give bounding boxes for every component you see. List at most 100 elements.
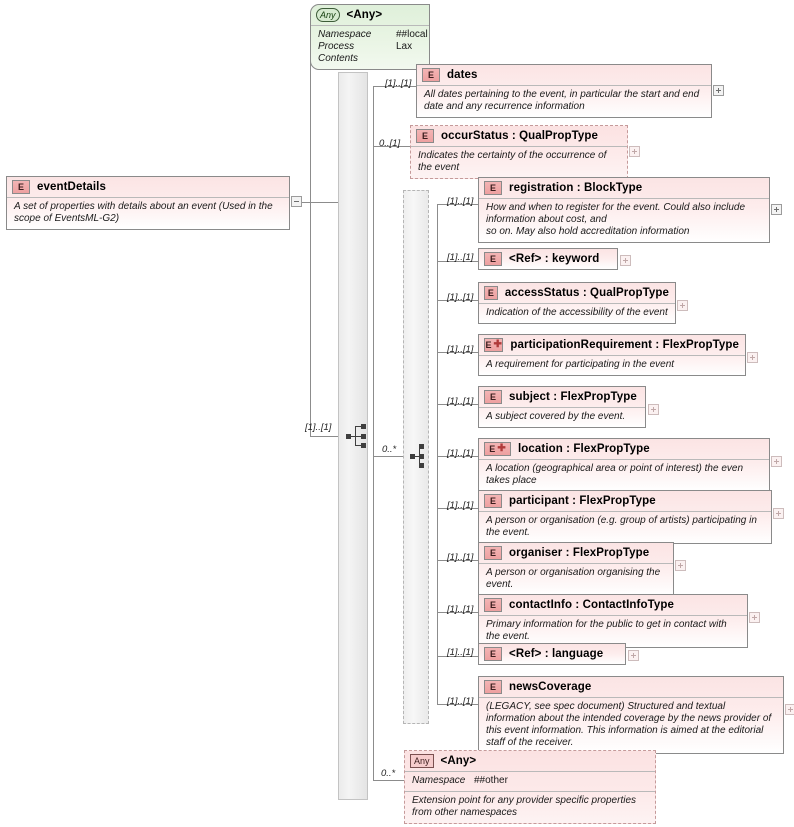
node-eventdetails-header: E eventDetails	[7, 177, 289, 197]
node-any-other-properties: Namespace ##other	[405, 771, 655, 791]
node-location-annotation: A location (geographical area or point o…	[479, 459, 769, 491]
node-newscoverage-header: E newsCoverage	[479, 677, 783, 697]
node-registration[interactable]: E registration : BlockType How and when …	[478, 177, 770, 243]
connector-to-dates	[373, 86, 416, 87]
node-any-local[interactable]: Any <Any> Namespace ##local Process Cont…	[310, 4, 430, 70]
node-eventdetails[interactable]: E eventDetails A set of properties with …	[6, 176, 290, 230]
node-ref-language[interactable]: E <Ref> : language	[478, 643, 626, 665]
contactinfo-expand-toggle[interactable]	[749, 612, 760, 623]
occurstatus-expand-toggle[interactable]	[629, 146, 640, 157]
node-any-local-header: Any <Any>	[311, 5, 429, 25]
node-newscoverage[interactable]: E newsCoverage (LEGACY, see spec documen…	[478, 676, 784, 754]
node-ref-keyword-header: E <Ref> : keyword	[479, 249, 617, 269]
element-icon: E	[484, 252, 502, 266]
connector-sequence-spine-upper	[373, 86, 374, 436]
node-dates-title: dates	[447, 69, 478, 81]
connector-trunk-to-sequence	[310, 436, 346, 437]
element-extended-icon: E✚	[484, 338, 504, 352]
element-icon: E	[484, 680, 502, 694]
node-organiser-title: organiser : FlexPropType	[509, 547, 650, 559]
node-subject-header: E subject : FlexPropType	[479, 387, 645, 407]
subject-expand-toggle[interactable]	[648, 404, 659, 415]
connector-to-location	[437, 456, 478, 457]
organiser-expand-toggle[interactable]	[675, 560, 686, 571]
connector-trunk-vertical-down	[310, 202, 311, 436]
node-organiser-annotation: A person or organisation organising the …	[479, 563, 673, 595]
node-occurstatus-header: E occurStatus : QualPropType	[411, 126, 627, 146]
cardinality-root-sequence: [1]..[1]	[305, 422, 332, 433]
any-local-row-namespace: Namespace ##local	[318, 29, 428, 41]
node-any-local-title: <Any>	[346, 9, 383, 21]
node-any-other[interactable]: Any <Any> Namespace ##other Extension po…	[404, 750, 656, 824]
node-occurstatus[interactable]: E occurStatus : QualPropType Indicates t…	[410, 125, 628, 179]
connector-to-organiser	[437, 560, 478, 561]
cardinality-ref-keyword: [1]..[1]	[447, 252, 474, 263]
node-accessstatus[interactable]: E accessStatus : QualPropType Indication…	[478, 282, 676, 324]
connector-trunk-vertical-up	[310, 30, 311, 202]
element-icon: E	[484, 494, 502, 508]
dates-expand-toggle[interactable]	[713, 85, 724, 96]
connector-to-occurstatus	[373, 146, 410, 147]
element-icon: E	[484, 286, 498, 300]
element-icon: E	[484, 546, 502, 560]
node-ref-keyword[interactable]: E <Ref> : keyword	[478, 248, 618, 270]
node-subject-title: subject : FlexPropType	[509, 391, 637, 403]
accessstatus-expand-toggle[interactable]	[677, 300, 688, 311]
participationrequirement-expand-toggle[interactable]	[747, 352, 758, 363]
node-subject-annotation: A subject covered by the event.	[479, 407, 645, 427]
node-participant[interactable]: E participant : FlexPropType A person or…	[478, 490, 772, 544]
node-dates-header: E dates	[417, 65, 711, 85]
connector-to-subject	[437, 404, 478, 405]
connector-choice-spine-lower	[437, 456, 438, 704]
node-newscoverage-annotation: (LEGACY, see spec document) Structured a…	[479, 697, 783, 753]
choice-group-bar	[403, 190, 429, 724]
registration-expand-toggle[interactable]	[771, 204, 782, 215]
node-organiser[interactable]: E organiser : FlexPropType A person or o…	[478, 542, 674, 596]
node-subject[interactable]: E subject : FlexPropType A subject cover…	[478, 386, 646, 428]
node-participant-header: E participant : FlexPropType	[479, 491, 771, 511]
cardinality-organiser: [1]..[1]	[447, 552, 474, 563]
connector-choice-spine-upper	[437, 204, 438, 456]
connector-to-ref-keyword	[437, 261, 478, 262]
connector-to-ref-language	[437, 656, 478, 657]
connector-to-newscoverage	[437, 704, 478, 705]
node-location-header: E✚ location : FlexPropType	[479, 439, 769, 459]
node-ref-keyword-title: <Ref> : keyword	[509, 253, 600, 265]
connector-to-accessstatus	[437, 300, 478, 301]
ref-language-expand-toggle[interactable]	[628, 650, 639, 661]
node-participationrequirement[interactable]: E✚ participationRequirement : FlexPropTy…	[478, 334, 746, 376]
node-accessstatus-annotation: Indication of the accessibility of the e…	[479, 303, 675, 323]
any-other-namespace-key: Namespace	[412, 775, 466, 786]
node-ref-language-header: E <Ref> : language	[479, 644, 625, 664]
element-icon: E	[484, 390, 502, 404]
participant-expand-toggle[interactable]	[773, 508, 784, 519]
any-other-namespace-value: ##other	[474, 775, 508, 786]
ref-keyword-expand-toggle[interactable]	[620, 255, 631, 266]
any-icon: Any	[316, 8, 340, 22]
eventdetails-collapse-toggle[interactable]	[291, 196, 302, 207]
element-icon: E	[416, 129, 434, 143]
cardinality-choice: 0..*	[382, 444, 397, 455]
node-newscoverage-title: newsCoverage	[509, 681, 592, 693]
node-participant-annotation: A person or organisation (e.g. group of …	[479, 511, 771, 543]
connector-to-registration	[437, 204, 478, 205]
node-location-title: location : FlexPropType	[518, 443, 650, 455]
node-dates[interactable]: E dates All dates pertaining to the even…	[416, 64, 712, 118]
newscoverage-expand-toggle[interactable]	[785, 704, 794, 715]
node-participant-title: participant : FlexPropType	[509, 495, 656, 507]
connector-to-participant	[437, 508, 478, 509]
connector-to-choice	[373, 456, 410, 457]
location-expand-toggle[interactable]	[771, 456, 782, 467]
connector-to-contactinfo	[437, 612, 478, 613]
cardinality-accessstatus: [1]..[1]	[447, 292, 474, 303]
sequence-compositor-icon[interactable]	[346, 424, 370, 448]
node-location[interactable]: E✚ location : FlexPropType A location (g…	[478, 438, 770, 492]
element-extended-icon: E✚	[484, 442, 511, 456]
node-any-other-title: <Any>	[440, 755, 477, 767]
any-icon: Any	[410, 754, 434, 768]
cardinality-registration: [1]..[1]	[447, 196, 474, 207]
cardinality-bottom-any: 0..*	[381, 768, 396, 779]
choice-compositor-icon[interactable]	[410, 444, 434, 468]
node-contactinfo[interactable]: E contactInfo : ContactInfoType Primary …	[478, 594, 748, 648]
